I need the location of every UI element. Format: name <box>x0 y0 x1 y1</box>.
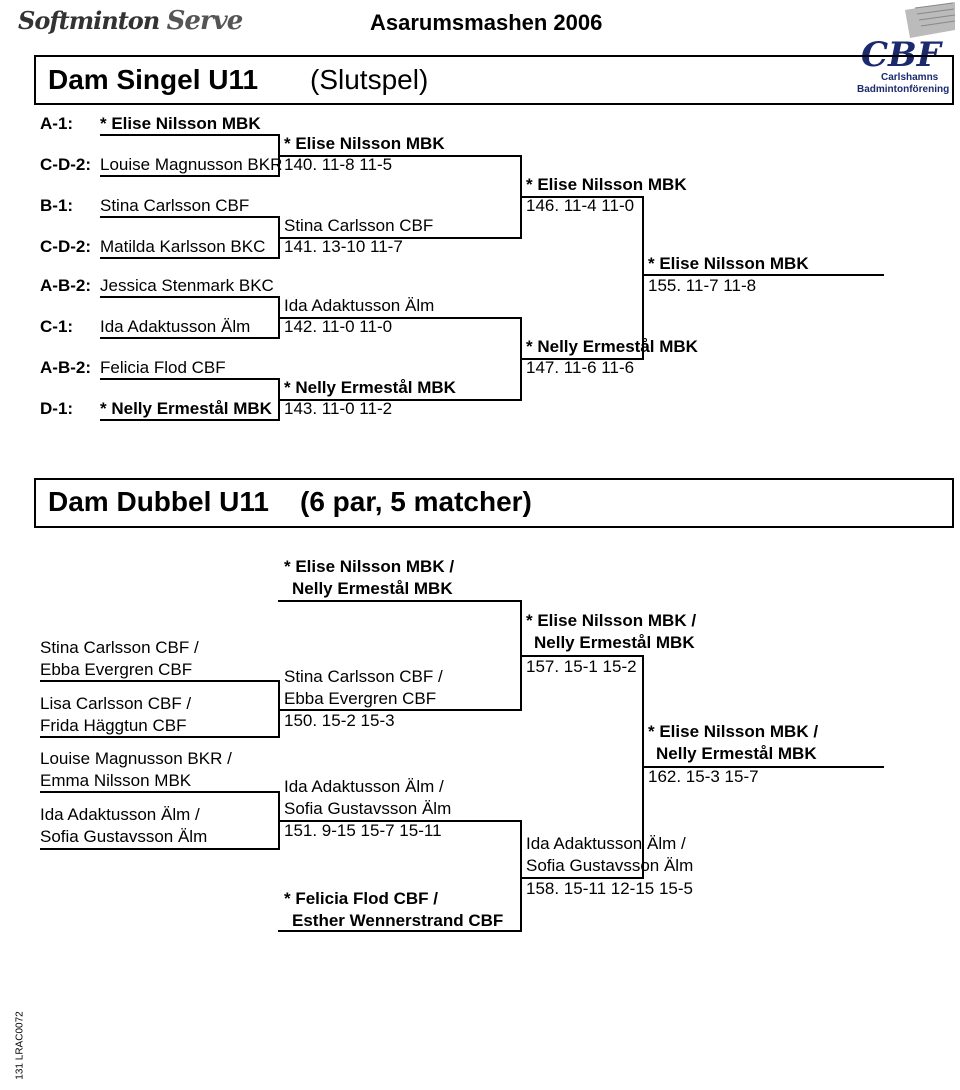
svg-text:Carlshamns: Carlshamns <box>881 72 939 83</box>
bracket-line <box>100 337 278 339</box>
bracket-line <box>40 848 278 850</box>
bracket-line <box>278 600 520 602</box>
bracket-line <box>278 820 520 822</box>
singles-subtitle: (Slutspel) <box>310 64 429 95</box>
player-name: Matilda Karlsson BKC <box>100 237 266 256</box>
match151-result: 151. 9-15 15-7 15-11 <box>284 821 442 840</box>
round2-winner: * Nelly Ermestål MBK <box>284 378 456 397</box>
bracket-line <box>100 257 278 259</box>
round2-result: 140. 11-8 11-5 <box>284 155 393 174</box>
match150-result: 150. 15-2 15-3 <box>284 711 395 730</box>
bracket-line <box>40 680 278 682</box>
match162-player2: Nelly Ermestål MBK <box>656 744 817 763</box>
match158-player1: Ida Adaktusson Älm / <box>526 834 686 853</box>
player-name: Jessica Stenmark BKC <box>100 276 274 295</box>
seed-label: C-D-2: <box>40 237 91 256</box>
bracket-line <box>40 791 278 793</box>
seeded-pair-player1: * Elise Nilsson MBK / <box>284 557 455 576</box>
bracket-line <box>100 419 278 421</box>
logo-part2: Serve <box>166 6 244 36</box>
match162-result: 162. 15-3 15-7 <box>648 767 759 786</box>
round3-winner: * Elise Nilsson MBK <box>526 175 687 194</box>
bracket-line <box>100 216 278 218</box>
match157-result: 157. 15-1 15-2 <box>526 657 637 676</box>
match157-player1: * Elise Nilsson MBK / <box>526 611 697 630</box>
bracket-line <box>278 399 520 401</box>
doubles-subtitle: (6 par, 5 matcher) <box>300 486 532 517</box>
bracket-line <box>520 358 642 360</box>
seeded-pair-player1: * Felicia Flod CBF / <box>284 889 438 908</box>
pair-player2: Frida Häggtun CBF <box>40 716 187 735</box>
bracket-line <box>642 196 644 360</box>
pair-player1: Lisa Carlsson CBF / <box>40 694 192 713</box>
seeded-pair-player2: Nelly Ermestål MBK <box>292 579 453 598</box>
match151-player2: Sofia Gustavsson Älm <box>284 799 452 818</box>
bracket-line <box>100 378 278 380</box>
bracket-line <box>520 655 642 657</box>
bracket-line <box>278 155 520 157</box>
round2-winner: Ida Adaktusson Älm <box>284 296 435 315</box>
round2-result: 142. 11-0 11-0 <box>284 317 393 336</box>
final-result: 155. 11-7 11-8 <box>648 276 757 295</box>
bracket-line <box>40 736 278 738</box>
round3-result: 147. 11-6 11-6 <box>526 358 635 377</box>
bracket-line <box>100 296 278 298</box>
match151-player1: Ida Adaktusson Älm / <box>284 777 444 796</box>
round3-winner: * Nelly Ermestål MBK <box>526 337 698 356</box>
bracket-line <box>278 317 520 319</box>
player-name: Stina Carlsson CBF <box>100 196 250 215</box>
match150-player2: Ebba Evergren CBF <box>284 689 437 708</box>
player-name: * Elise Nilsson MBK <box>100 114 261 133</box>
pair-player1: Stina Carlsson CBF / <box>40 638 199 657</box>
bracket-line <box>278 237 520 239</box>
bracket-line <box>520 820 522 932</box>
pair-player1: Ida Adaktusson Älm / <box>40 805 200 824</box>
match158-player2: Sofia Gustavsson Älm <box>526 856 694 875</box>
match162-player1: * Elise Nilsson MBK / <box>648 722 819 741</box>
svg-text:Badmintonförening: Badmintonförening <box>857 84 949 95</box>
event-title: Asarumsmashen 2006 <box>370 10 603 35</box>
seed-label: C-D-2: <box>40 155 91 174</box>
player-name: Ida Adaktusson Älm <box>100 317 251 336</box>
doubles-title-box <box>34 478 954 528</box>
round2-winner: * Elise Nilsson MBK <box>284 134 445 153</box>
seed-label: A-B-2: <box>40 276 91 295</box>
bracket-line <box>520 877 642 879</box>
logo-part1: Softminton <box>18 6 160 35</box>
bracket-line <box>520 196 642 198</box>
round2-winner: Stina Carlsson CBF <box>284 216 434 235</box>
seed-label: C-1: <box>40 317 74 336</box>
match150-player1: Stina Carlsson CBF / <box>284 667 443 686</box>
player-name: Felicia Flod CBF <box>100 358 226 377</box>
singles-title-box <box>34 55 954 105</box>
seed-label: A-1: <box>40 114 74 133</box>
round2-result: 143. 11-0 11-2 <box>284 399 393 418</box>
player-name: * Nelly Ermestål MBK <box>100 399 272 418</box>
round3-result: 146. 11-4 11-0 <box>526 196 635 215</box>
pair-player2: Sofia Gustavsson Älm <box>40 827 208 846</box>
seeded-pair-player2: Esther Wennerstrand CBF <box>292 911 504 930</box>
pair-player1: Louise Magnusson BKR / <box>40 749 232 768</box>
doubles-title: Dam Dubbel U11 <box>48 486 269 517</box>
bracket-line <box>278 930 520 932</box>
seed-label: A-B-2: <box>40 358 91 377</box>
bracket-line <box>100 175 278 177</box>
round2-result: 141. 13-10 11-7 <box>284 237 403 256</box>
seed-label: D-1: <box>40 399 74 418</box>
seed-label: B-1: <box>40 196 74 215</box>
match157-player2: Nelly Ermestål MBK <box>534 633 695 652</box>
side-code: 131 LRAC0072 <box>14 1011 26 1080</box>
match158-result: 158. 15-11 12-15 15-5 <box>526 879 693 898</box>
bracket-line <box>642 766 884 768</box>
singles-title: Dam Singel U11 <box>48 64 259 95</box>
final-winner: * Elise Nilsson MBK <box>648 254 809 273</box>
pair-player2: Ebba Evergren CBF <box>40 660 193 679</box>
softminton-serve-logo: Softminton Serve <box>18 6 244 36</box>
player-name: Louise Magnusson BKR <box>100 155 283 174</box>
bracket-line <box>100 134 278 136</box>
pair-player2: Emma Nilsson MBK <box>40 771 192 790</box>
bracket-line <box>642 274 884 276</box>
bracket-line <box>278 709 520 711</box>
